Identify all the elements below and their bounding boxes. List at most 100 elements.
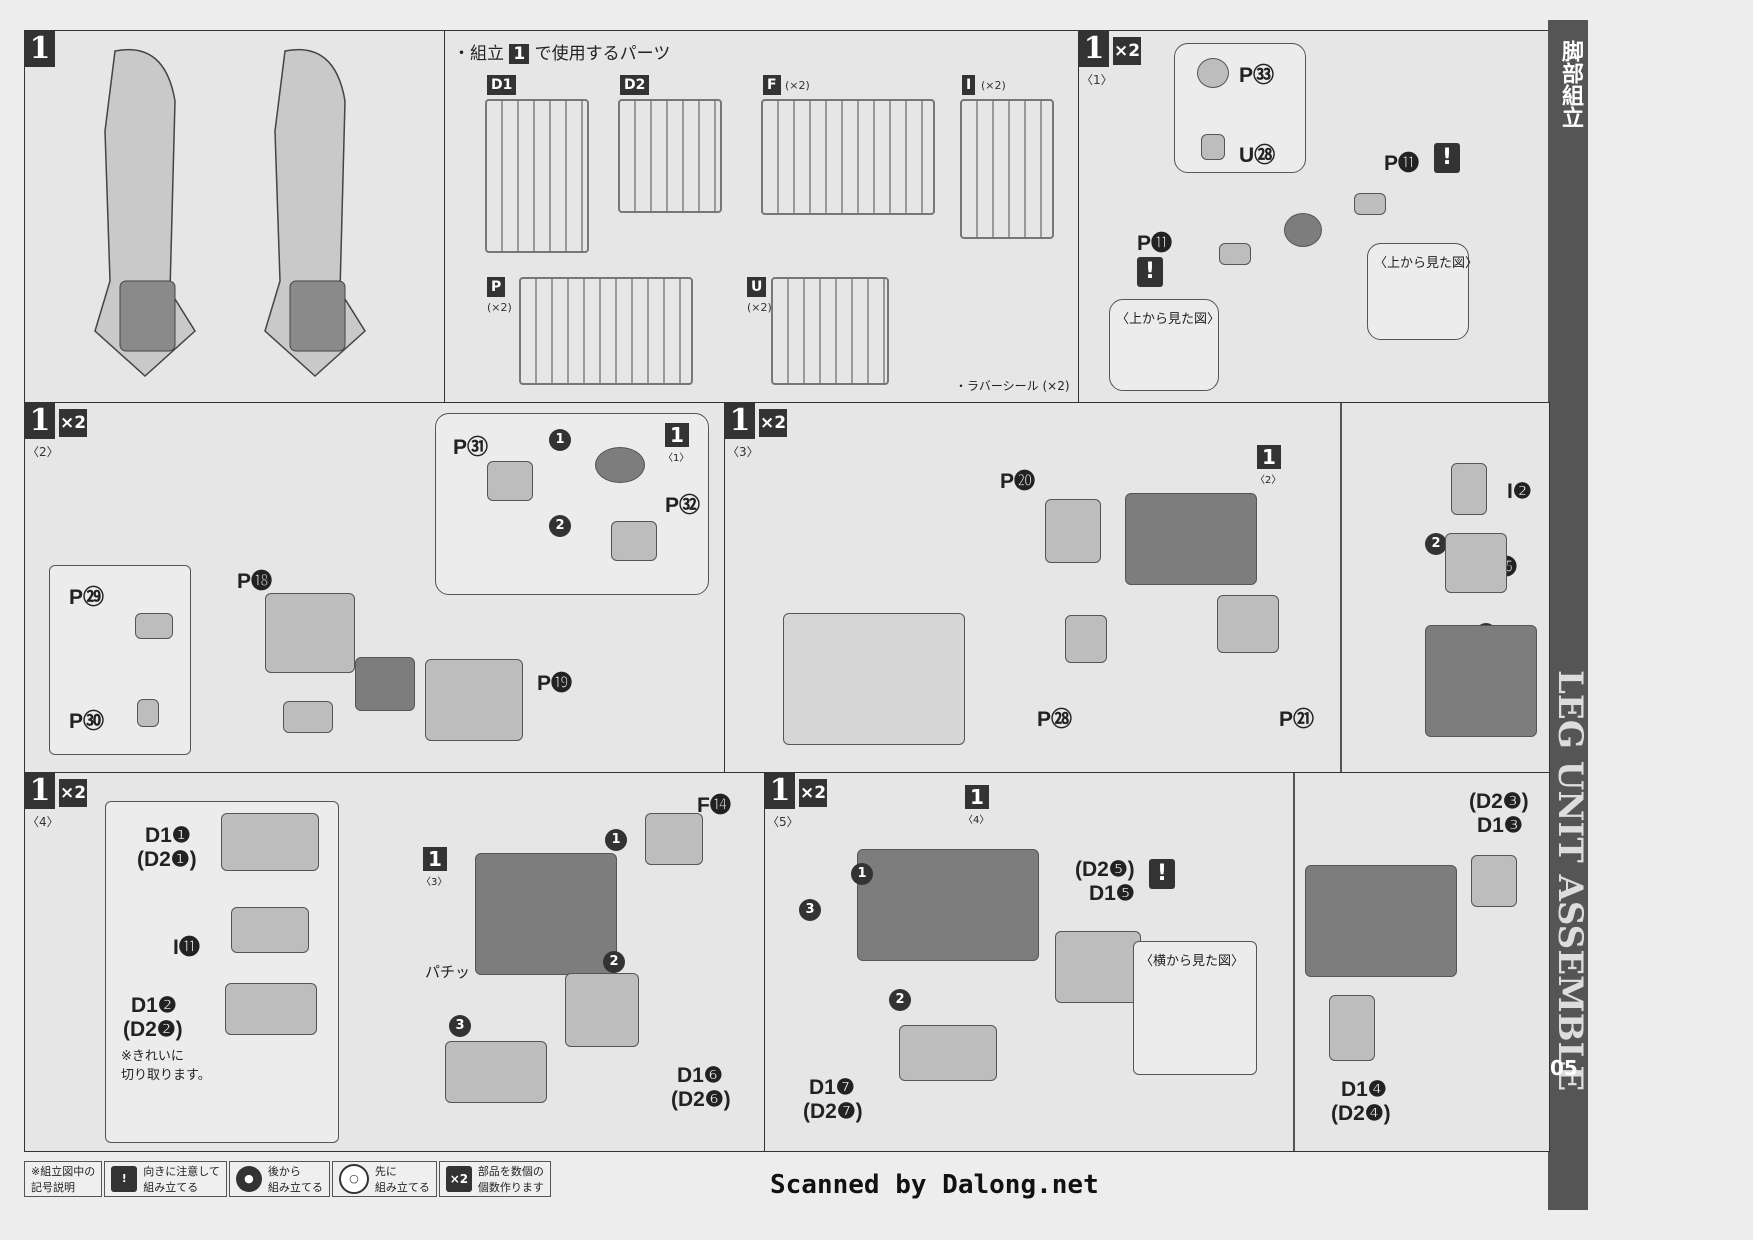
step-marker: 2 xyxy=(1425,533,1447,555)
part-joint-1-1 xyxy=(595,447,645,483)
callout-top-view-left: 〈上から見た図〉 xyxy=(1109,299,1221,391)
part-u28 xyxy=(1201,134,1225,160)
runner-label-d1: D1 xyxy=(487,75,517,95)
runner-label-f: F xyxy=(763,75,781,95)
label-p32: P㉜ xyxy=(665,494,701,517)
label-p18: P⓲ xyxy=(237,570,273,593)
legend-item-text: 向きに注意して 組み立てる xyxy=(143,1165,220,1194)
divider xyxy=(1293,773,1295,1151)
legend-item-later: ● 後から 組み立てる xyxy=(228,1161,330,1197)
step-sub: 〈5〉 xyxy=(767,815,799,829)
runner-count-i: (×2) xyxy=(981,79,1006,92)
callout-p33-u28 xyxy=(1174,43,1306,173)
detail-inset xyxy=(783,613,965,745)
label-f14: F⓮ xyxy=(697,794,731,817)
multiplier-badge: ×2 xyxy=(1113,37,1141,65)
rubber-seal-note: ・ラバーシール (×2) xyxy=(955,379,1070,393)
part-d1-1 xyxy=(221,813,319,871)
part-p20 xyxy=(1045,499,1101,563)
runner-d2 xyxy=(618,99,722,213)
ref-step-sub: 〈3〉 xyxy=(421,877,448,888)
label-d2-6: (D2❻) xyxy=(671,1088,731,1111)
clean-cut-note: ※きれいに 切り取ります。 xyxy=(121,1049,211,1083)
part-p19 xyxy=(425,659,523,741)
part-joint-block xyxy=(355,657,415,711)
panel-step-1-2: 1 ×2 〈2〉 P㉛ P㉜ 1 2 1 〈1〉 P㉙ P㉚ P⓲ P⓳ xyxy=(24,402,726,774)
label-p20: P⓴ xyxy=(1000,470,1036,493)
label-i11: I⓫ xyxy=(173,936,200,959)
runner-label-u: U xyxy=(747,277,767,297)
ref-step-sub: 〈1〉 xyxy=(663,453,690,464)
multiplier-badge: ×2 xyxy=(59,779,87,807)
part-p32 xyxy=(611,521,657,561)
ref-step-sub: 〈2〉 xyxy=(1255,475,1282,486)
step-marker: 1 xyxy=(605,829,627,851)
callout-top-view-right: 〈上から見た図〉 xyxy=(1367,243,1478,340)
page-number: 05 xyxy=(1550,1056,1578,1080)
runner-p xyxy=(519,277,693,385)
hollow-circle-icon: ○ xyxy=(338,1164,369,1194)
panel-legs-overview: 1 xyxy=(24,30,446,404)
snap-sound-label: パチッ xyxy=(425,963,471,981)
label-p29: P㉙ xyxy=(69,586,105,609)
runner-i xyxy=(960,99,1054,239)
part-p29 xyxy=(135,613,173,639)
warning-icon: ! xyxy=(1434,143,1460,173)
ref-step-badge: 1 xyxy=(423,847,447,871)
part-p31 xyxy=(487,461,533,501)
sidebar-title-ja: 脚部組立 xyxy=(1558,40,1583,128)
part-p30 xyxy=(137,699,159,727)
step-marker: 1 xyxy=(851,863,873,885)
label-i2: I❷ xyxy=(1507,480,1532,503)
legend-title: ※組立図中の 記号説明 xyxy=(24,1161,103,1197)
top-view-label: 〈上から見た図〉 xyxy=(1116,312,1221,327)
step-marker: 3 xyxy=(449,1015,471,1037)
part-d1-5 xyxy=(1055,931,1141,1003)
step-number: 1 xyxy=(1079,31,1109,67)
part-i11 xyxy=(231,907,309,953)
part-d1-6 xyxy=(445,1041,547,1103)
part-leg-assembly xyxy=(1305,865,1457,977)
label-d2-7: (D2❼) xyxy=(803,1100,863,1123)
part-p11-a xyxy=(1219,243,1251,265)
part-assembled-leg xyxy=(1425,625,1537,737)
parts-heading-num: 1 xyxy=(509,44,530,64)
step-sub: 〈2〉 xyxy=(27,445,59,459)
step-number: 1 xyxy=(25,31,55,67)
step-marker: 2 xyxy=(889,989,911,1011)
part-clip xyxy=(565,973,639,1047)
step-sub: 〈4〉 xyxy=(27,815,59,829)
panel-step-1-1: 1 ×2 〈1〉 P㉝ U㉘ P⓫ ! P⓫ ! 〈上から見た図〉 〈上から見た… xyxy=(1078,30,1550,404)
part-d1-4 xyxy=(1329,995,1375,1061)
part-p18 xyxy=(265,593,355,673)
step-number: 1 xyxy=(725,403,755,439)
label-p28: P㉘ xyxy=(1037,708,1073,731)
part-p11-b xyxy=(1354,193,1386,215)
ref-step-badge: 1 xyxy=(965,785,989,809)
label-d2-5: (D2❺) xyxy=(1075,858,1135,881)
sidebar-title-en: LEG UNIT ASSEMBLE xyxy=(1550,670,1590,1092)
panel-step-1-4: 1 ×2 〈4〉 D1❶ (D2❶) I⓫ D1❷ (D2❷) ※きれいに 切り… xyxy=(24,772,766,1152)
part-f14 xyxy=(645,813,703,865)
warning-icon: ! xyxy=(111,1166,138,1192)
label-p31: P㉛ xyxy=(453,436,489,459)
runner-label-p: P xyxy=(487,277,506,297)
part-sub-frame xyxy=(283,701,333,733)
label-p11-right: P⓫ xyxy=(1384,152,1420,175)
label-d1-7: D1❼ xyxy=(809,1076,855,1099)
legend-item-multiple: ×2 部品を数個の 個数作ります xyxy=(438,1161,551,1197)
runner-f xyxy=(761,99,935,215)
part-p28 xyxy=(1065,615,1107,663)
part-i2 xyxy=(1451,463,1487,515)
legend-item-text: 先に 組み立てる xyxy=(374,1165,430,1194)
filled-circle-icon: ● xyxy=(235,1166,262,1192)
parts-heading-prefix: ・組立 xyxy=(453,44,504,64)
parts-heading-suffix: で使用するパーツ xyxy=(534,44,671,64)
step-marker: 2 xyxy=(549,515,571,537)
label-d1-4: D1❹ xyxy=(1341,1078,1387,1101)
runner-label-i: I xyxy=(962,75,976,95)
legend-item-attention: ! 向きに注意して 組み立てる xyxy=(104,1161,227,1197)
part-leg-assembly xyxy=(857,849,1039,961)
runner-d1 xyxy=(485,99,589,253)
step-marker: 2 xyxy=(603,951,625,973)
